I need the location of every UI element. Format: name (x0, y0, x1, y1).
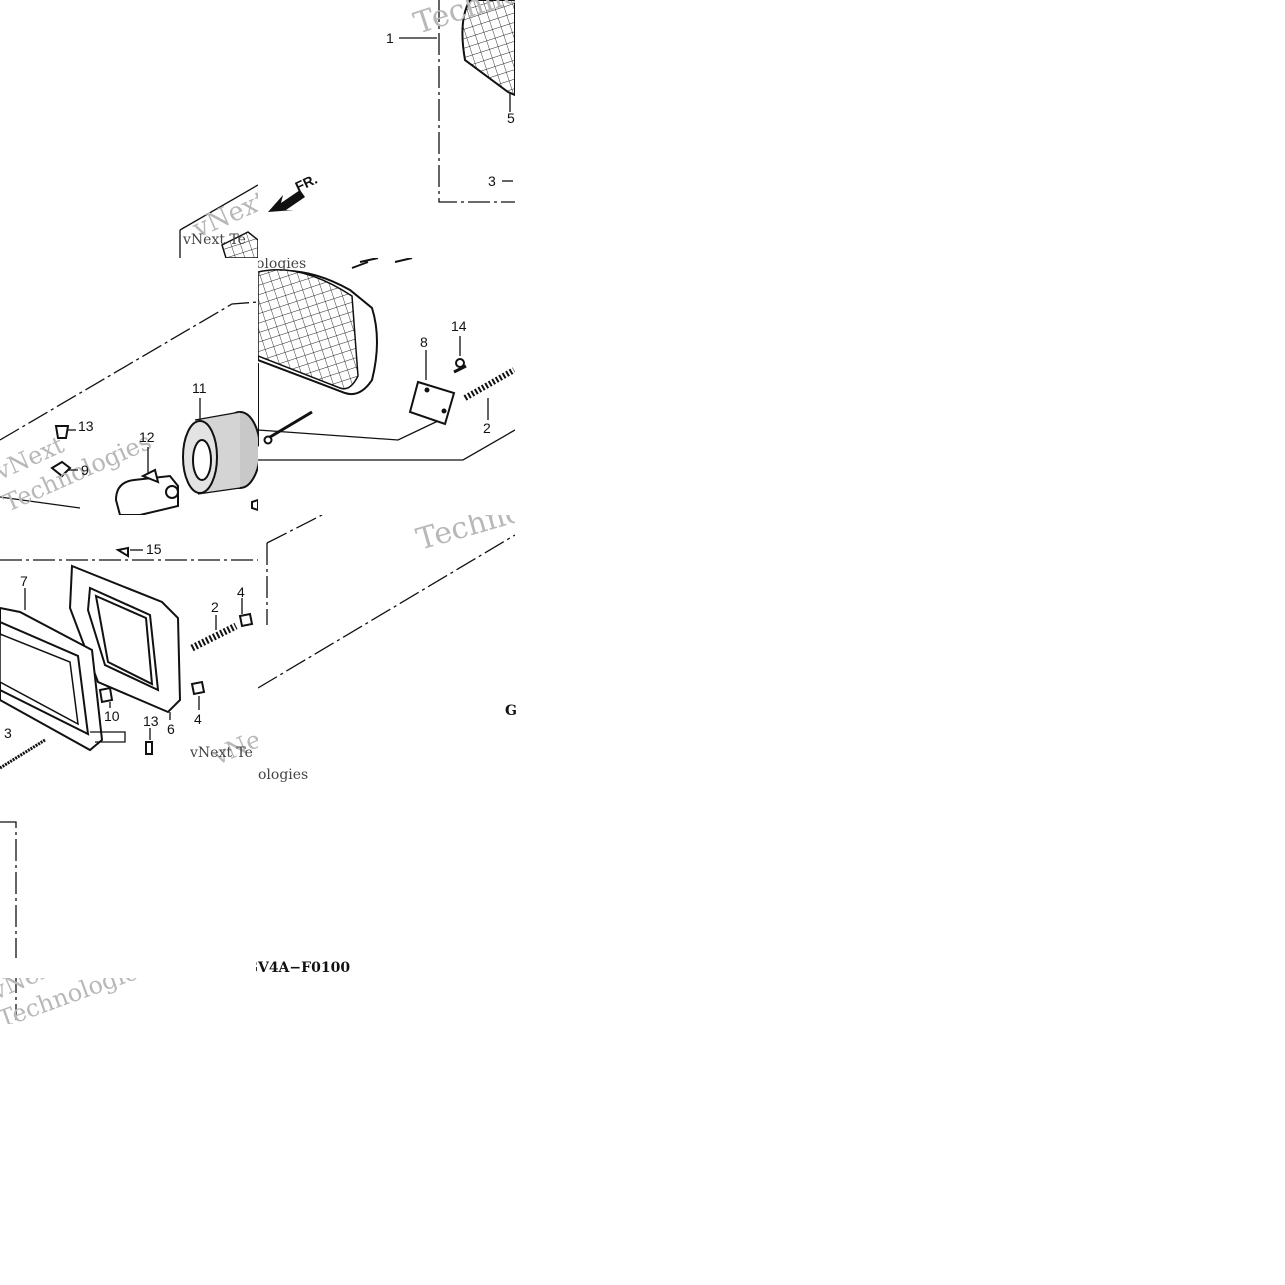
bolt (54, 425, 70, 439)
watermark-text: ologies (258, 767, 308, 783)
callout-13: 13 (143, 713, 159, 729)
callout-9: 9 (81, 462, 89, 478)
diagram-code-partial: G (505, 703, 517, 719)
watermark-text: vNext (208, 715, 286, 770)
clip-nut (98, 686, 114, 704)
front-direction-arrow: FR. (268, 171, 320, 212)
callout-1: 1 (386, 30, 394, 46)
callout-4: 4 (237, 584, 245, 600)
callout-3: 3 (488, 173, 496, 189)
tile-top-right: Technologies (410, 0, 515, 203)
tile-top-left: vNext vNext Te (179, 184, 258, 258)
callout-2: 2 (211, 599, 219, 615)
callout-15: 15 (146, 541, 162, 557)
watermark-text: vNext Te (189, 745, 253, 761)
tile-lower-left: vNext vNext Te (0, 546, 286, 771)
headlight-rim (0, 606, 126, 752)
diagram-code: GV4A−F0100 (246, 960, 350, 976)
callout-2: 2 (483, 420, 491, 436)
watermark-text: ologies (256, 256, 306, 272)
adjusting-spring (190, 622, 238, 652)
callout-4: 4 (194, 711, 202, 727)
bracket-plate (408, 380, 456, 426)
callout-6: 6 (167, 721, 175, 737)
callout-7: 7 (20, 573, 28, 589)
callout-14: 14 (451, 318, 467, 334)
watermark-text: vNext Te (182, 232, 246, 248)
direction-label: FR. (293, 171, 320, 195)
callout-12: 12 (139, 429, 155, 445)
headlight-case (68, 564, 182, 714)
callout-13: 13 (78, 418, 94, 434)
watermark-text: Technologies (413, 469, 614, 557)
clip-nut (238, 612, 254, 628)
callout-11: 11 (192, 380, 207, 396)
callout-3: 3 (4, 725, 12, 741)
clip-nut (190, 680, 206, 696)
tile-middle-right: ologies (256, 256, 515, 461)
tile-lower-right: Technologies (258, 469, 614, 689)
nut (50, 460, 72, 478)
callout-5: 5 (507, 110, 515, 126)
tile-middle-left: vNext Technologies (0, 301, 258, 515)
boundary-line (0, 821, 17, 1020)
headlight-bulb (114, 468, 179, 515)
callout-8: 8 (420, 334, 428, 350)
callout-10: 10 (104, 708, 120, 724)
adjuster-ring (182, 411, 258, 495)
